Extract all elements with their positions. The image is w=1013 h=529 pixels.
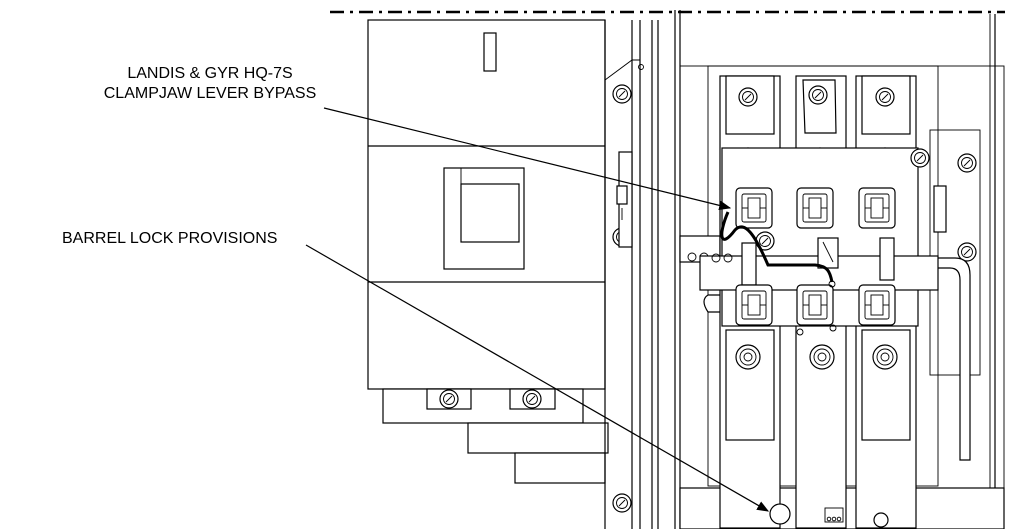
breaker-icon <box>367 19 609 484</box>
bypass-lever-wire <box>720 211 834 283</box>
callout-clampjaw-line2: CLAMPJAW LEVER BYPASS <box>103 85 317 102</box>
left-rails <box>604 10 681 529</box>
callout-barrel-lock: BARREL LOCK PROVISIONS <box>62 229 277 249</box>
callout-clampjaw-bypass: LANDIS & GYR HQ-7S CLAMPJAW LEVER BYPASS <box>60 64 360 104</box>
leader-barrel-lock <box>305 244 770 512</box>
callout-barrel-lock-line1: BARREL LOCK PROVISIONS <box>62 230 278 247</box>
callout-clampjaw-line1: LANDIS & GYR HQ-7S <box>127 65 293 82</box>
barrel-lock-icon <box>769 503 889 528</box>
leader-clampjaw <box>323 107 732 211</box>
